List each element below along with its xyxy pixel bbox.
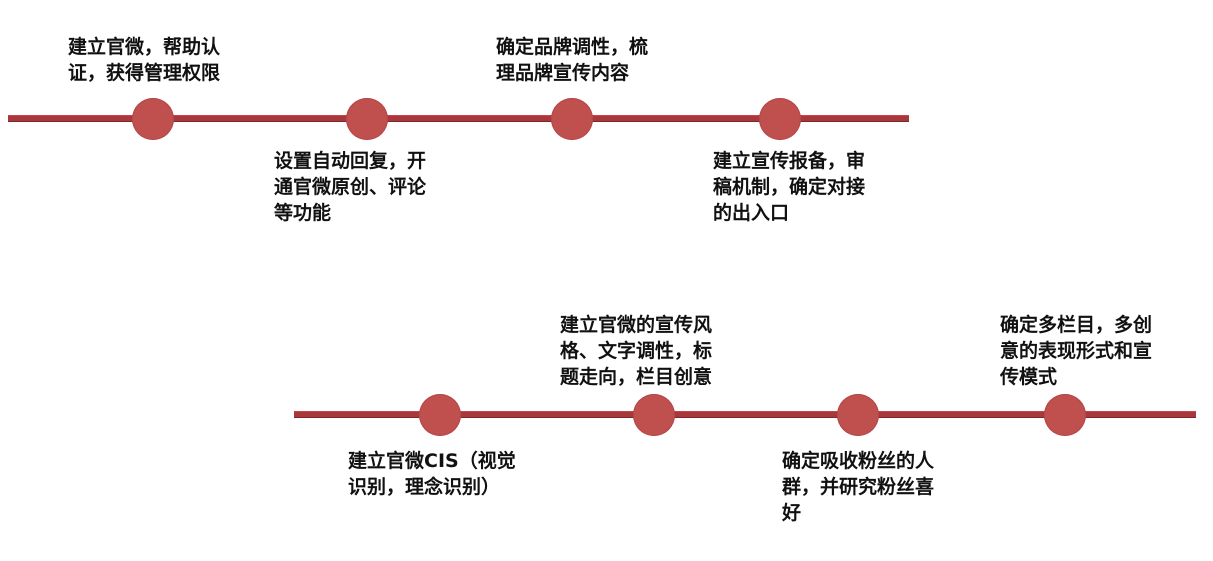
timeline-top-step-4-label: 建立宣传报备，审 稿机制，确定对接 的出入口 xyxy=(713,150,866,224)
timeline-bottom-line xyxy=(294,411,1196,418)
timeline-top-node-1 xyxy=(132,98,174,140)
timeline-top-step-3-label: 确定品牌调性，梳 理品牌宣传内容 xyxy=(496,36,649,84)
timeline-bottom-step-3-label: 确定吸收粉丝的人 群，并研究粉丝喜 好 xyxy=(782,450,935,524)
timeline-bottom-node-4 xyxy=(1044,394,1086,436)
timeline-top-line xyxy=(8,115,909,122)
timeline-bottom-step-2-label: 建立官微的宣传风 格、文字调性，标 题走向，栏目创意 xyxy=(560,314,713,388)
timeline-top-step-1-label: 建立官微，帮助认 证，获得管理权限 xyxy=(68,36,221,84)
timeline-bottom-step-1-label: 建立官微CIS（视觉 识别，理念识别） xyxy=(348,450,516,498)
timeline-top-node-3 xyxy=(551,98,593,140)
timeline-bottom-node-2 xyxy=(633,394,675,436)
timeline-top-step-2-label: 设置自动回复，开 通官微原创、评论 等功能 xyxy=(274,150,427,224)
timeline-bottom-node-1 xyxy=(419,394,461,436)
timeline-top-node-2 xyxy=(346,98,388,140)
timeline-top-node-4 xyxy=(759,98,801,140)
timeline-bottom-step-4-label: 确定多栏目，多创 意的表现形式和宣 传模式 xyxy=(1000,314,1153,388)
timeline-bottom-node-3 xyxy=(837,394,879,436)
